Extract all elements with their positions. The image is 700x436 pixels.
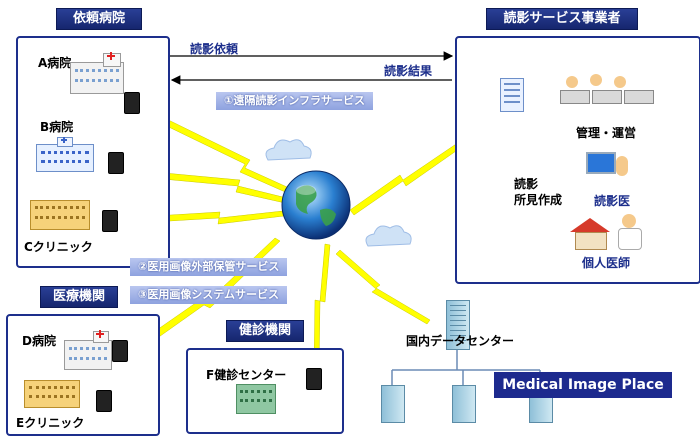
result-label: 読影結果 — [384, 64, 433, 78]
datacenter-building-icon-2 — [452, 385, 476, 423]
radiologist-label: 読影医 — [594, 194, 631, 208]
bolt-service — [349, 139, 467, 216]
doctor-icon — [616, 214, 642, 250]
server-icon-d — [112, 340, 128, 362]
center-f-label: F健診センター — [206, 368, 287, 382]
request-label: 読影依頼 — [190, 42, 239, 56]
server-icon-c — [102, 210, 118, 232]
reading-report-label: 読影 所見作成 — [514, 177, 563, 207]
medical-institutions-header: 医療機関 — [40, 286, 118, 308]
globe-icon — [281, 170, 351, 240]
hospital-a-label: A病院 — [38, 56, 72, 70]
clinic-c-label: Cクリニック — [24, 240, 93, 254]
service-external-storage: ②医用画像外部保管サービス — [130, 258, 288, 276]
server-icon-f — [306, 368, 322, 390]
radiologist-workstation-icon — [586, 152, 628, 180]
server-icon-e — [96, 390, 112, 412]
datacenter-label: 国内データセンター — [406, 334, 515, 348]
individual-doctor-label: 個人医師 — [582, 256, 631, 270]
server-icon-a — [124, 92, 140, 114]
center-f-building-icon — [236, 384, 276, 414]
house-icon — [570, 218, 610, 250]
office-building-icon — [500, 78, 524, 112]
clinic-e-label: Eクリニック — [16, 416, 85, 430]
management-label: 管理・運営 — [576, 126, 637, 140]
hospital-d-building-icon — [64, 330, 112, 370]
bolt-f — [313, 243, 331, 371]
datacenter-main-building-icon — [446, 300, 470, 350]
bolt-datacenter — [335, 249, 431, 325]
medical-institutions-box — [6, 314, 160, 436]
service-remote-reading: ①遠隔読影インフラサービス — [216, 92, 373, 110]
hospital-d-label: D病院 — [22, 334, 56, 348]
operators-icon — [560, 72, 656, 112]
hospital-a-building-icon — [70, 52, 124, 94]
health-checkup-header: 健診機関 — [226, 320, 304, 342]
cloud-icon-upper — [265, 139, 312, 161]
hospital-b-label: B病院 — [40, 120, 74, 134]
clinic-e-building-icon — [24, 380, 80, 408]
hospital-b-building-icon — [36, 137, 94, 172]
datacenter-building-icon-1 — [381, 385, 405, 423]
requesting-hospitals-header: 依頼病院 — [56, 8, 142, 30]
cloud-icon-lower — [365, 225, 412, 247]
server-icon-b — [108, 152, 124, 174]
service-image-system: ③医用画像システムサービス — [130, 286, 287, 304]
clinic-c-building-icon — [30, 200, 90, 230]
cloud-icons — [265, 139, 412, 247]
service-provider-header: 読影サービス事業者 — [486, 8, 638, 30]
product-name-banner: Medical Image Place — [494, 372, 672, 398]
